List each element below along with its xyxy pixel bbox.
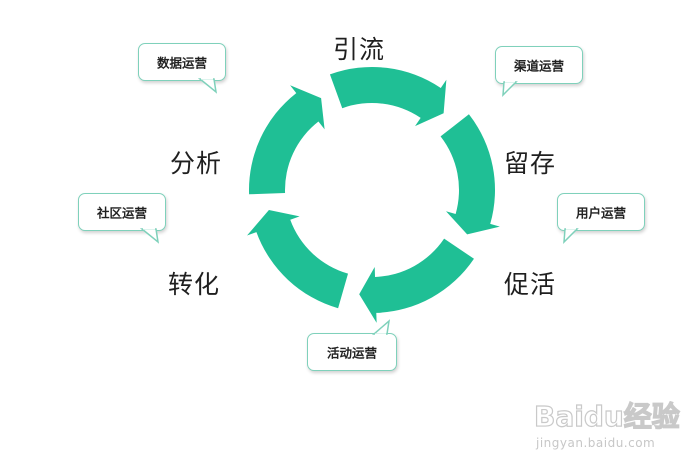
baidu-jingyan-watermark: Baidu经验 jingyan.baidu.com [530, 392, 690, 464]
stage-label-retain: 留存 [504, 149, 557, 178]
bubble-activity-operations: 活动运营 [307, 333, 397, 371]
arrow-convert-to-analyze [247, 210, 349, 309]
bubble-tail [371, 319, 391, 337]
watermark-brand: Baidu经验 [534, 400, 680, 433]
bubble-community-operations: 社区运营 [78, 193, 166, 231]
bubble-tail [197, 76, 218, 94]
bubble-tail [563, 226, 579, 244]
bubble-label: 社区运营 [96, 205, 147, 221]
stage-label-attract: 引流 [333, 35, 386, 64]
bubble-tail [502, 79, 518, 97]
bubble-data-operations: 数据运营 [138, 43, 226, 81]
bubble-channel-operations: 渠道运营 [495, 46, 583, 84]
bubble-label: 渠道运营 [513, 58, 564, 74]
baidu-logo: Baidu经验 [533, 399, 680, 433]
bubble-label: 活动运营 [326, 345, 377, 361]
watermark-url: jingyan.baidu.com [536, 436, 656, 450]
arrow-attract-to-retain [329, 67, 447, 127]
bubble-tail [139, 226, 160, 244]
stage-label-activate: 促活 [504, 270, 557, 299]
stage-label-analyze: 分析 [170, 149, 223, 178]
bubble-label: 用户运营 [575, 205, 626, 221]
arrow-analyze-to-attract [249, 85, 325, 195]
arrow-activate-to-convert [359, 238, 474, 323]
arrow-retain-to-activate [440, 114, 500, 235]
bubble-label: 数据运营 [156, 55, 207, 71]
stage-label-convert: 转化 [168, 270, 221, 299]
bubble-user-operations: 用户运营 [557, 193, 645, 231]
